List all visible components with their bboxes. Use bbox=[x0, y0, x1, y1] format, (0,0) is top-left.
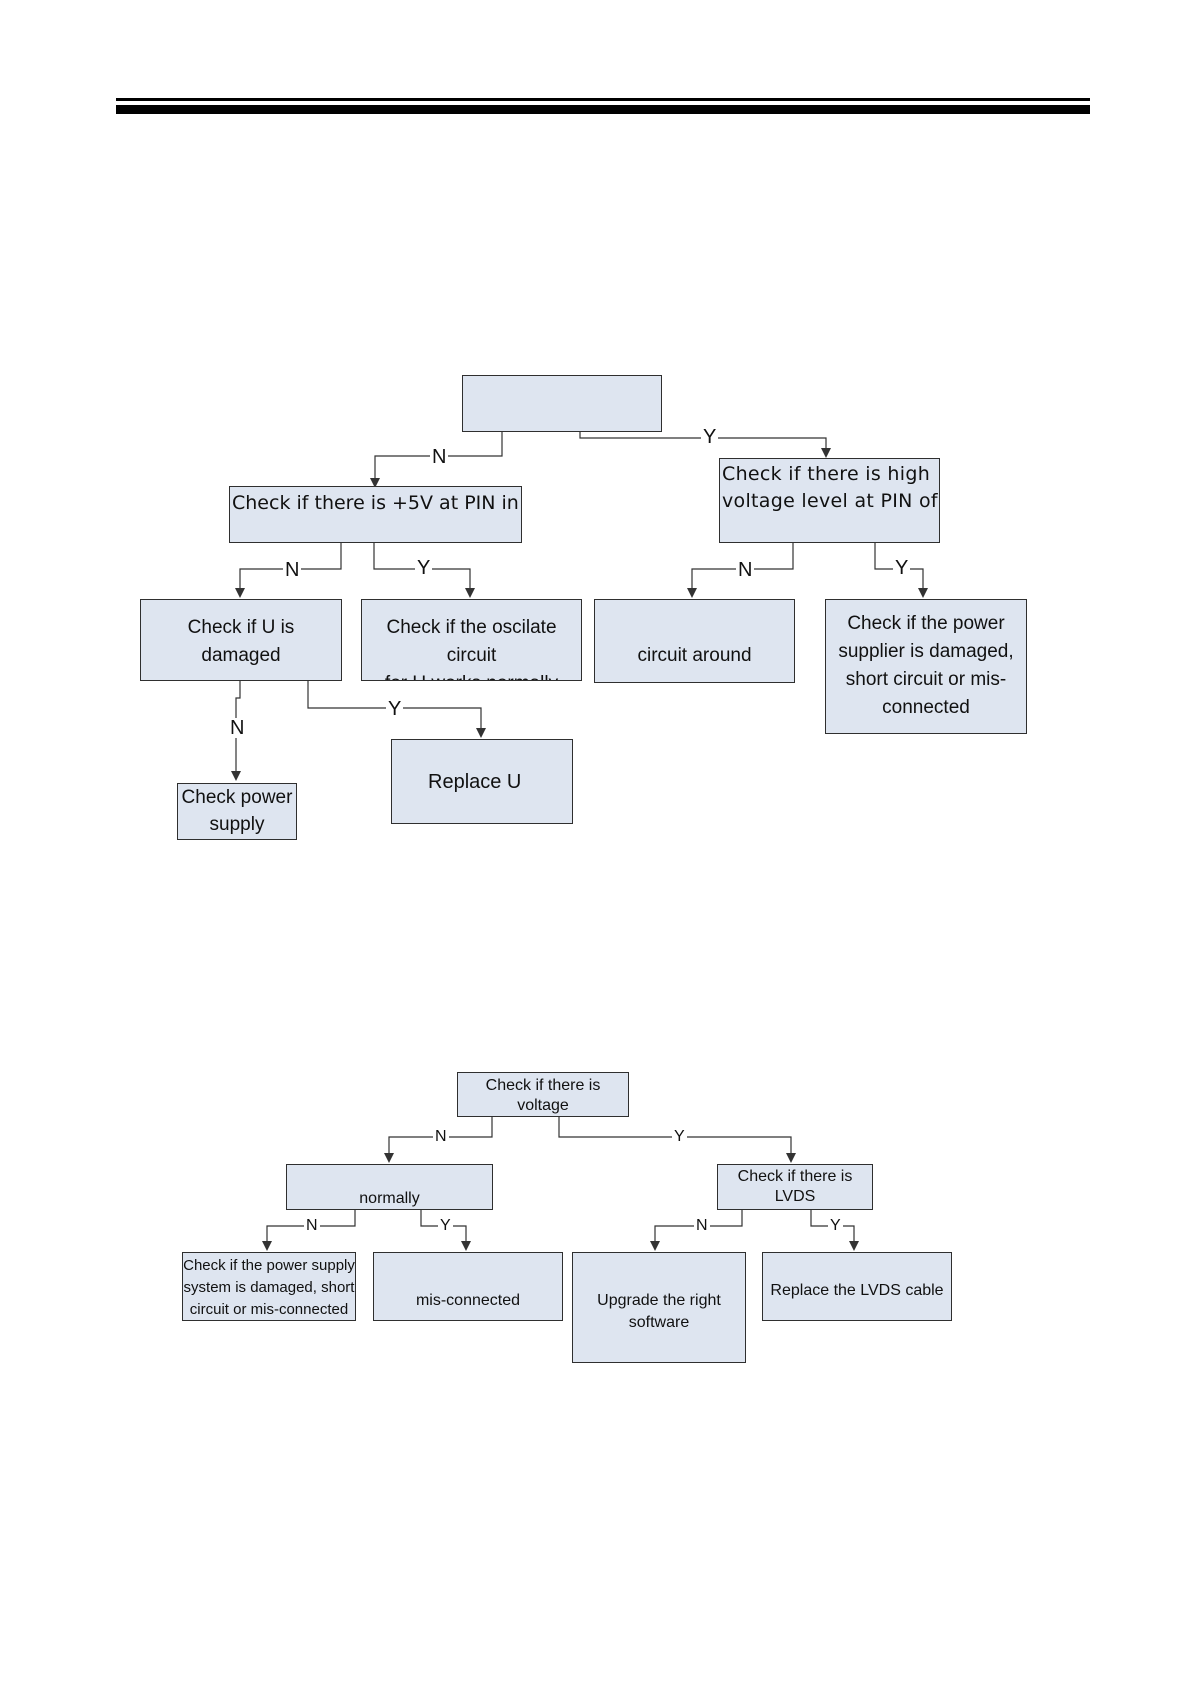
fc1-label-n-ll: N bbox=[228, 717, 247, 739]
fc1-rr-box: Check if the power supplier is damaged, … bbox=[825, 599, 1027, 734]
fc2-root-box: Check if there is voltage bbox=[457, 1072, 629, 1117]
fc1-left-text: Check if there is +5V at PIN in bbox=[232, 492, 519, 514]
fc2-root-text: Check if there is voltage bbox=[485, 1077, 601, 1114]
fc2-rl-box: Upgrade the right software bbox=[572, 1252, 746, 1363]
fc2-rl-text: Upgrade the right software bbox=[597, 1292, 721, 1331]
fc2-label-y-left: Y bbox=[438, 1217, 453, 1234]
fc2-lr-box: mis-connected bbox=[373, 1252, 563, 1321]
fc1-right-text: Check if there is high voltage level at … bbox=[722, 463, 938, 512]
fc2-ll-text: Check if the power supply system is dama… bbox=[183, 1257, 355, 1318]
fc1-root-box bbox=[462, 375, 662, 432]
fc2-right-text: Check if there is LVDS bbox=[737, 1168, 853, 1205]
fc1-label-y-left: Y bbox=[415, 557, 433, 579]
fc1-connector-ll-lll bbox=[231, 681, 241, 781]
fc2-ll-box: Check if the power supply system is dama… bbox=[182, 1252, 356, 1321]
fc2-rr-text: Replace the LVDS cable bbox=[770, 1282, 944, 1299]
fc2-right-box: Check if there is LVDS bbox=[717, 1164, 873, 1210]
header-rule-thin bbox=[116, 98, 1090, 101]
fc1-ll-box: Check if U is damaged bbox=[140, 599, 342, 681]
fc1-lll-box: Check power supply bbox=[177, 783, 297, 840]
fc1-lr-text: Check if the oscilate circuit for U work… bbox=[385, 617, 558, 680]
fc2-label-y-root: Y bbox=[672, 1128, 687, 1145]
fc1-rr-text: Check if the power supplier is damaged, … bbox=[838, 613, 1014, 718]
fc2-rr-box: Replace the LVDS cable bbox=[762, 1252, 952, 1321]
fc2-left-box: normally bbox=[286, 1164, 493, 1210]
fc1-label-n-root: N bbox=[430, 446, 449, 468]
fc1-lr-box: Check if the oscilate circuit for U work… bbox=[361, 599, 582, 681]
fc1-label-y-root: Y bbox=[701, 426, 719, 448]
fc1-label-y-ll: Y bbox=[386, 698, 404, 720]
fc1-rl-text: circuit around bbox=[637, 645, 752, 666]
fc2-label-n-left: N bbox=[304, 1217, 320, 1234]
fc1-label-n-right: N bbox=[736, 559, 755, 581]
fc2-label-y-right: Y bbox=[828, 1217, 843, 1234]
header-rule-thick bbox=[116, 105, 1090, 114]
fc2-label-n-root: N bbox=[433, 1128, 449, 1145]
fc1-llr-box: Replace U bbox=[391, 739, 573, 824]
fc2-lr-text: mis-connected bbox=[415, 1292, 521, 1309]
fc1-left-box: Check if there is +5V at PIN in bbox=[229, 486, 522, 543]
fc1-label-y-right: Y bbox=[893, 557, 911, 579]
fc2-left-text: normally bbox=[359, 1190, 420, 1207]
fc1-right-box: Check if there is high voltage level at … bbox=[719, 458, 940, 543]
fc1-ll-text: Check if U is damaged bbox=[187, 617, 295, 666]
fc1-lll-text: Check power supply bbox=[181, 787, 293, 835]
fc1-rl-box: circuit around bbox=[594, 599, 795, 683]
fc2-label-n-right: N bbox=[694, 1217, 710, 1234]
fc1-label-n-left: N bbox=[283, 559, 302, 581]
fc1-llr-text: Replace U bbox=[428, 771, 522, 793]
